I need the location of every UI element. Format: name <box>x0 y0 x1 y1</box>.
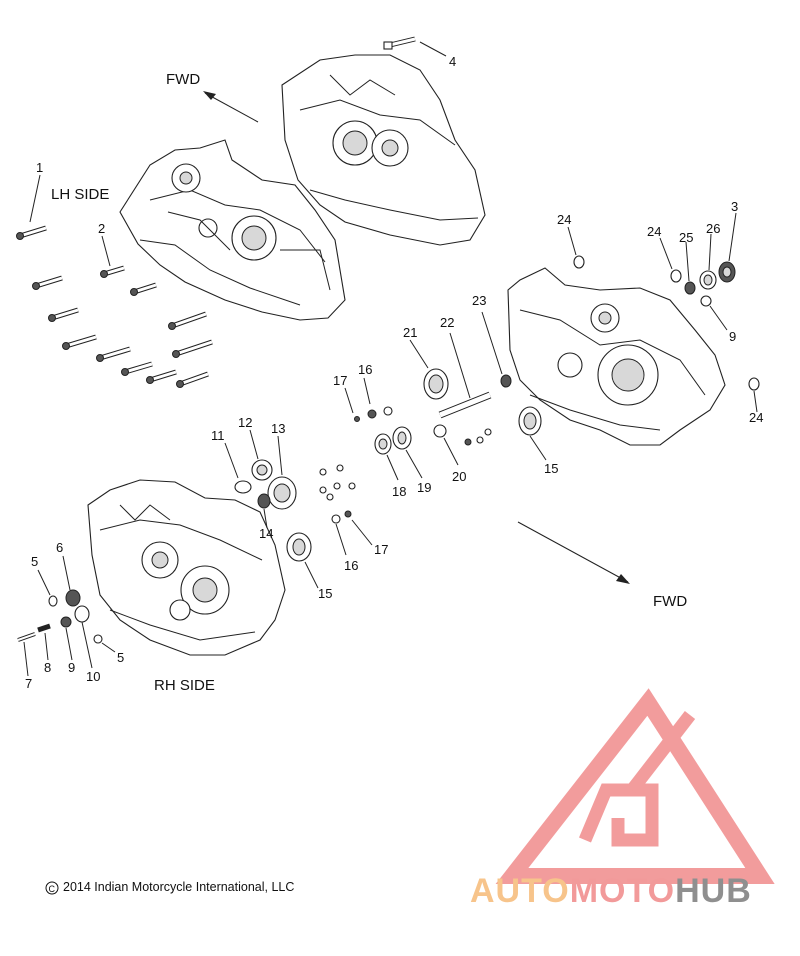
callout-22: 22 <box>440 315 454 330</box>
callout-18: 18 <box>392 484 406 499</box>
automotohub-wordmark: AUTOMOTOHUB <box>470 872 752 911</box>
case-bolt <box>172 339 213 358</box>
rh-crankcase-outer <box>87 479 286 656</box>
fwd-arrow-bottom <box>517 521 630 584</box>
callout-14: 14 <box>259 526 273 541</box>
bearing-3 <box>718 212 737 283</box>
fwd-label-bottom: FWD <box>653 593 687 610</box>
case-bolt <box>121 361 153 376</box>
lh-crankcase-inner <box>281 54 486 246</box>
callout-2: 2 <box>98 221 105 236</box>
pin-7 <box>17 632 36 677</box>
callout-10: 10 <box>86 669 100 684</box>
case-bolt <box>100 265 125 278</box>
bearing-6 <box>62 555 81 607</box>
dowel-24-mid <box>659 237 682 283</box>
bushing-9-left <box>60 616 73 661</box>
bearing-15-upper <box>518 406 547 461</box>
dowel-20 <box>433 424 459 466</box>
rh-crankcase-inner <box>507 267 726 446</box>
callout-20: 20 <box>452 469 466 484</box>
callout-16-lower: 16 <box>344 558 358 573</box>
bearing-19 <box>392 426 423 479</box>
callout-17-lower: 17 <box>374 542 388 557</box>
dowel-24-right <box>748 377 760 413</box>
bearing-13 <box>267 435 297 510</box>
callout-3: 3 <box>731 199 738 214</box>
case-bolt <box>96 346 131 362</box>
wordmark-hub: HUB <box>675 872 752 910</box>
copyright-symbol: C <box>49 884 56 894</box>
bushing-9-right <box>700 295 728 331</box>
callout-9-left: 9 <box>68 660 75 675</box>
callout-24-top: 24 <box>557 212 571 227</box>
dowel-24-top <box>567 226 585 269</box>
rh-side-label: RH SIDE <box>154 677 215 694</box>
case-bolt <box>146 369 177 384</box>
bolt-4 <box>383 36 447 57</box>
callout-23: 23 <box>472 293 486 308</box>
callout-15-lower: 15 <box>318 586 332 601</box>
case-bolt <box>168 311 207 330</box>
copyright-circle <box>45 881 59 895</box>
seal-14 <box>257 493 271 529</box>
leader-2 <box>101 235 111 267</box>
callout-7: 7 <box>25 676 32 691</box>
callout-24-right: 24 <box>749 410 763 425</box>
bearing-21 <box>409 339 449 400</box>
automotohub-logo-triangle <box>495 688 775 884</box>
callout-5-bottom: 5 <box>117 650 124 665</box>
callout-16-upper: 16 <box>358 362 372 377</box>
callout-25: 25 <box>679 230 693 245</box>
bearing-18 <box>374 433 399 481</box>
callout-5-top: 5 <box>31 554 38 569</box>
case-bolt <box>48 307 79 322</box>
case-bolt <box>176 371 209 388</box>
callout-8: 8 <box>44 660 51 675</box>
bearing-15-lower <box>286 532 319 589</box>
case-bolt <box>62 334 97 350</box>
callout-9-right: 9 <box>729 329 736 344</box>
washer-11 <box>224 442 252 494</box>
copyright-text: 2014 Indian Motorcycle International, LL… <box>63 880 294 894</box>
lh-side-label: LH SIDE <box>51 186 109 203</box>
callout-26: 26 <box>706 221 720 236</box>
small-parts-16-17-upper <box>344 377 492 446</box>
callout-24-mid: 24 <box>647 224 661 239</box>
dowel-5-top <box>37 569 58 607</box>
callout-13: 13 <box>271 421 285 436</box>
pin-8 <box>37 623 51 661</box>
callout-21: 21 <box>403 325 417 340</box>
small-parts-16-17-lower <box>319 464 373 556</box>
case-bolt <box>16 225 47 240</box>
seal-25 <box>684 241 696 295</box>
callout-1: 1 <box>36 160 43 175</box>
dowel-5-bottom <box>93 634 116 653</box>
bearing-26 <box>699 233 717 290</box>
callout-19: 19 <box>417 480 431 495</box>
callout-15-upper: 15 <box>544 461 558 476</box>
lh-case-bolts <box>16 225 213 388</box>
case-bolt <box>130 282 157 296</box>
leader-1 <box>29 174 41 223</box>
callout-17-upper: 17 <box>333 373 347 388</box>
callout-4: 4 <box>449 54 456 69</box>
case-bolt <box>32 275 63 290</box>
lh-crankcase-outer <box>119 139 346 321</box>
wordmark-moto: MOTO <box>569 872 676 910</box>
callout-12: 12 <box>238 415 252 430</box>
fwd-arrow-top <box>203 91 259 123</box>
bearing-12 <box>249 429 273 481</box>
seal-23 <box>481 311 512 388</box>
callout-11: 11 <box>211 428 225 443</box>
shaft-22 <box>438 332 492 419</box>
copyright-line: 2014 Indian Motorcycle International, LL… <box>63 880 295 894</box>
callout-6: 6 <box>56 540 63 555</box>
bearing-10 <box>74 605 93 669</box>
fwd-label-top: FWD <box>166 71 200 88</box>
wordmark-auto: AUTO <box>470 872 570 910</box>
